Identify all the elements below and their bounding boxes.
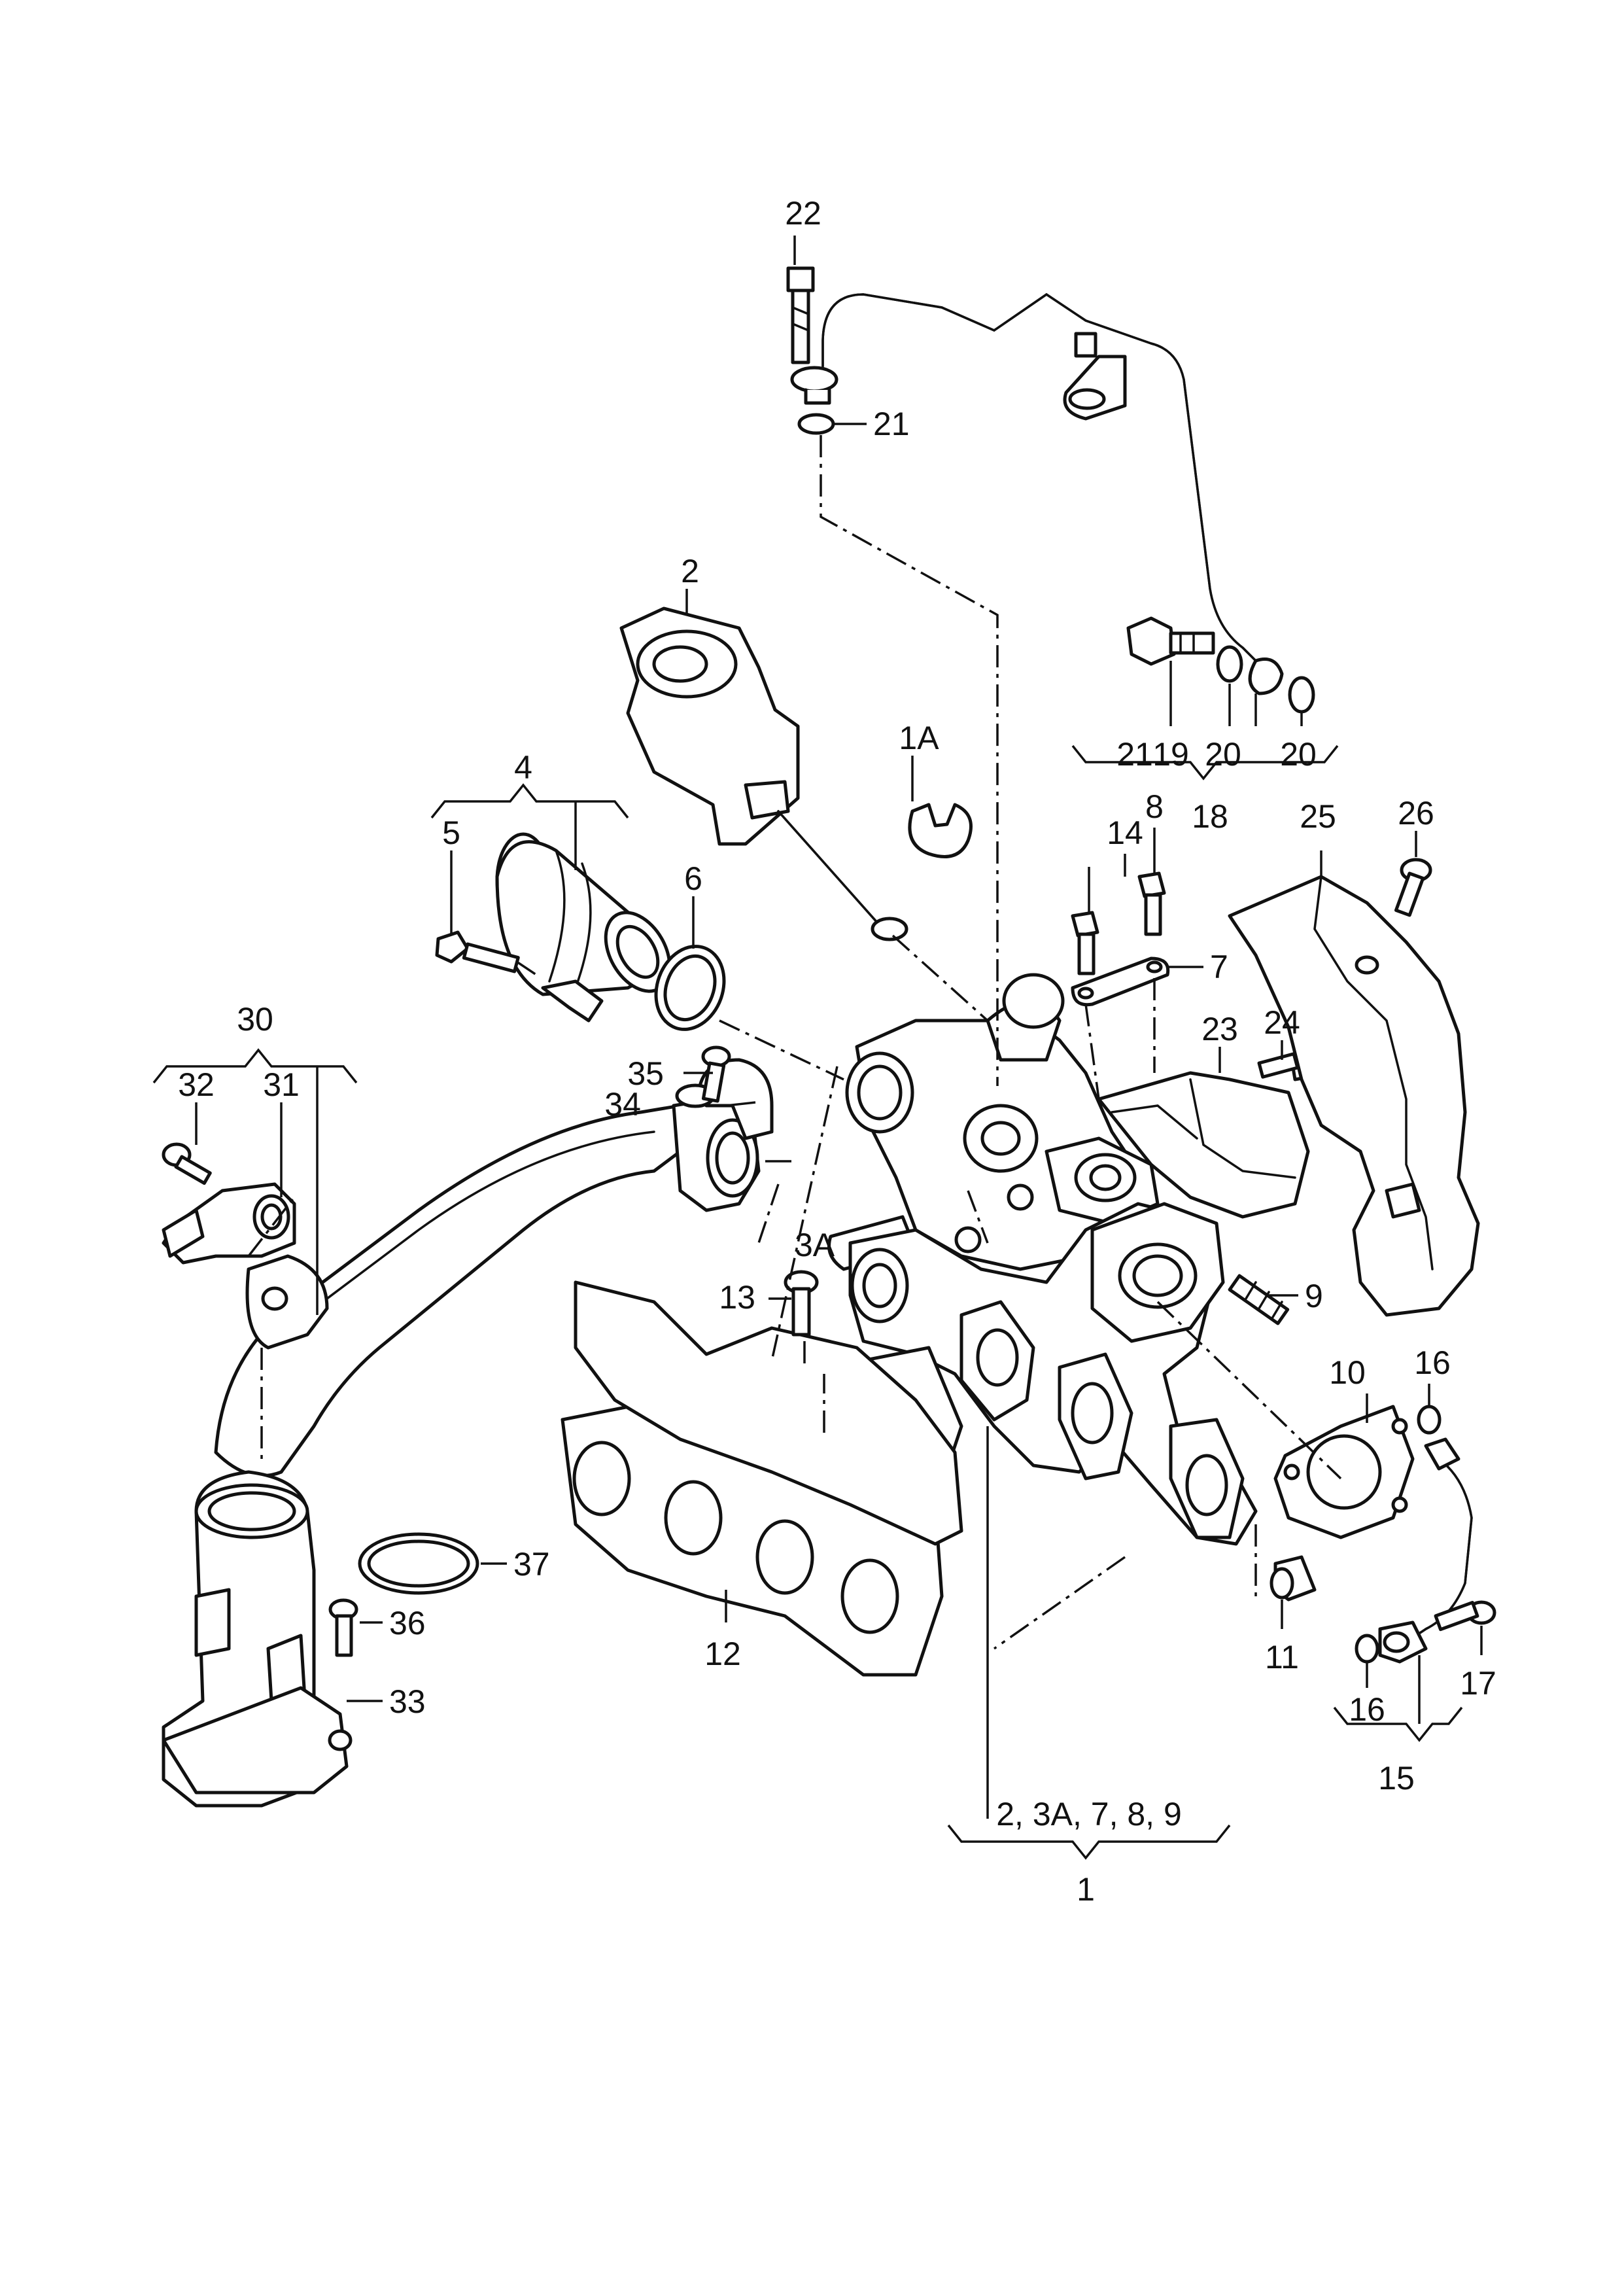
charge-air-elbow-icon [162, 1470, 353, 1808]
label-19: 19 [1152, 736, 1189, 773]
label-16-bottom: 16 [1349, 1691, 1385, 1728]
o-ring-6-icon [654, 945, 726, 1031]
gasket-10-icon [1273, 1405, 1415, 1539]
connection-piece-4-icon [495, 832, 672, 1023]
heat-shield-23-icon [1097, 1071, 1310, 1219]
label-14: 14 [1107, 815, 1143, 851]
charge-air-pipe-icon [214, 1097, 761, 1478]
label-5: 5 [442, 815, 460, 851]
oil-return-line-icon [1378, 1437, 1473, 1664]
label-16-top: 16 [1414, 1344, 1451, 1381]
bolt-14-icon [1071, 911, 1099, 975]
label-21-lower: 21 [1116, 736, 1153, 773]
label-8: 8 [1145, 788, 1164, 825]
bolt-32-icon [162, 1142, 212, 1185]
label-3A: 3A [795, 1227, 835, 1263]
label-9: 9 [1305, 1278, 1323, 1314]
label-1: 1 [1077, 1871, 1095, 1908]
seal-ring-21-icon [797, 413, 835, 435]
label-10: 10 [1329, 1354, 1366, 1391]
heat-shield-lower-icon [574, 1280, 963, 1546]
circlip-1A-icon [908, 803, 973, 858]
label-1A: 1A [899, 720, 939, 756]
wastegate-actuator-icon [619, 606, 908, 941]
label-20-a: 20 [1205, 736, 1241, 773]
label-34: 34 [604, 1086, 641, 1123]
banjo-bolt-22-icon [786, 266, 815, 364]
label-31: 31 [263, 1066, 300, 1103]
oil-supply-line-icon [790, 292, 1284, 695]
assembly-lines [247, 435, 1342, 1650]
label-4: 4 [514, 749, 532, 786]
bolt-17-icon [1434, 1600, 1496, 1632]
seal-16b-icon [1355, 1634, 1379, 1664]
pressure-sensor-31-icon [162, 1182, 296, 1265]
label-1-sub: 2, 3A, 7, 8, 9 [996, 1796, 1182, 1832]
label-22: 22 [785, 195, 821, 232]
stud-9-icon [1228, 1274, 1290, 1325]
label-2: 2 [681, 553, 699, 589]
label-26: 26 [1398, 795, 1434, 832]
seal-ring-20b-icon [1288, 676, 1315, 714]
label-25: 25 [1300, 798, 1336, 835]
label-33: 33 [389, 1683, 426, 1720]
label-35: 35 [627, 1055, 664, 1092]
label-15: 15 [1378, 1760, 1415, 1796]
label-18: 18 [1192, 798, 1228, 835]
label-12: 12 [704, 1636, 741, 1672]
bracket-7-icon [1071, 956, 1170, 1007]
bolt-36-icon [328, 1598, 358, 1657]
sleeve-11-icon [1270, 1555, 1317, 1602]
label-23: 23 [1201, 1011, 1238, 1047]
exhaust-manifold-icon [848, 1202, 1258, 1546]
bolt-5-icon [435, 930, 520, 973]
bolt-8-icon [1137, 871, 1166, 936]
label-30: 30 [237, 1001, 273, 1038]
label-21-top: 21 [873, 406, 910, 442]
bolt-13-icon [784, 1270, 819, 1337]
label-6: 6 [684, 860, 702, 897]
label-17: 17 [1460, 1665, 1496, 1702]
label-20-b: 20 [1280, 736, 1317, 773]
label-11: 11 [1265, 1639, 1299, 1675]
seal-16a-icon [1417, 1405, 1442, 1435]
o-ring-37-icon [358, 1532, 479, 1595]
heat-shield-25-icon [1228, 875, 1480, 1317]
turbocharger-icon [827, 973, 1160, 1271]
label-13: 13 [719, 1279, 755, 1316]
seal-ring-20a-icon [1216, 645, 1243, 683]
label-7: 7 [1210, 949, 1228, 985]
label-32: 32 [178, 1066, 215, 1103]
bolt-26-icon [1394, 858, 1432, 917]
hollow-bolt-19-icon [1126, 616, 1215, 666]
part-labels: 22 21 2 1A 4 5 6 14 8 7 21 19 20 20 18 2… [178, 195, 1496, 1908]
label-37: 37 [513, 1546, 550, 1583]
label-24: 24 [1264, 1004, 1300, 1041]
leader-lines [152, 236, 1483, 1860]
label-36: 36 [389, 1605, 426, 1641]
